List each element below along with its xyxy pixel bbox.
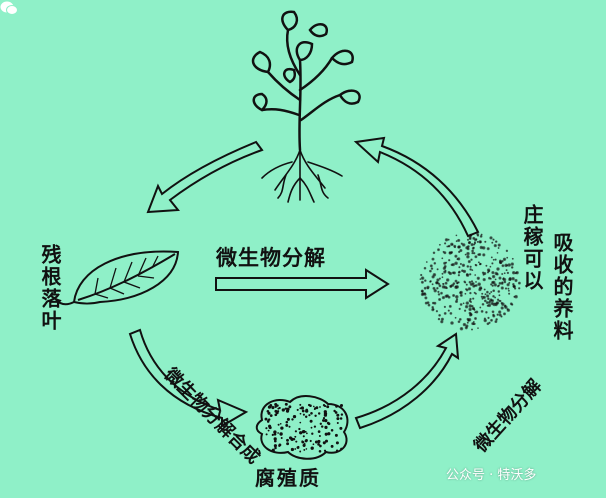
plant-illustration xyxy=(251,10,361,203)
humus-illustration xyxy=(255,395,349,460)
arrow-residue-to-humus xyxy=(128,328,249,428)
arrow-plant-to-residue xyxy=(146,140,264,214)
center-arrow-label: 微生物分解 xyxy=(216,246,326,270)
leaf-illustration xyxy=(55,250,180,306)
arrow-humus-to-nutrients xyxy=(354,332,460,430)
arrow-nutrients-to-plant xyxy=(353,136,480,238)
arrow-center-decomposition xyxy=(215,268,390,300)
watermark-text: 公众号 · 特沃多 xyxy=(446,468,537,483)
crop-nutrient-label-1: 庄稼可以 xyxy=(520,204,544,292)
wechat-icon xyxy=(0,1,18,15)
humus-label: 腐殖质 xyxy=(255,466,321,490)
crop-nutrient-label-2: 吸收的养料 xyxy=(550,232,574,342)
residue-label: 残根落叶 xyxy=(38,244,62,332)
nutrient-dots xyxy=(419,232,521,331)
